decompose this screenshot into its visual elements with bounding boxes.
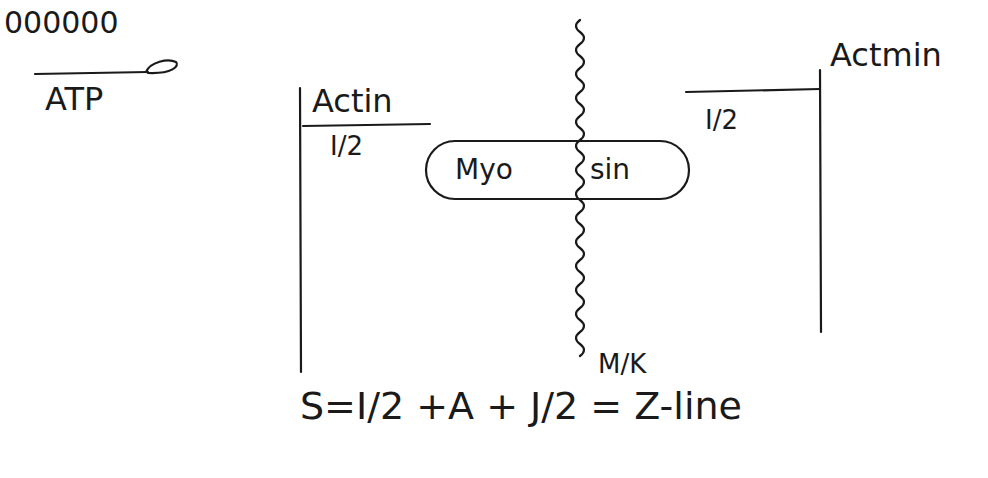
- half-i-band-label: I/2: [705, 106, 738, 135]
- myosin-filament: Myo sin: [425, 140, 690, 200]
- sarcomere-equation: S=I/2 +A + J/2 = Z-line: [300, 386, 742, 428]
- atp-line: [35, 72, 148, 74]
- half-i-band-label: I/2: [330, 132, 363, 161]
- actin-filament-left: [303, 124, 430, 126]
- myosin-text: sin: [590, 155, 630, 186]
- actin-label: Actin: [312, 84, 393, 119]
- myosin-text: Myo: [455, 155, 513, 186]
- atp-head: [146, 60, 177, 73]
- z-line-left: [300, 88, 301, 372]
- m-line-label: M/K: [598, 350, 646, 379]
- m-line: [576, 20, 584, 356]
- z-line-right: [820, 70, 821, 332]
- oval-outline: [426, 141, 689, 199]
- atp-label: ATP: [45, 82, 103, 117]
- actin-filament-right: [686, 89, 820, 92]
- actin-label: Actmin: [830, 38, 942, 73]
- atp-molecules: 000000: [4, 6, 119, 39]
